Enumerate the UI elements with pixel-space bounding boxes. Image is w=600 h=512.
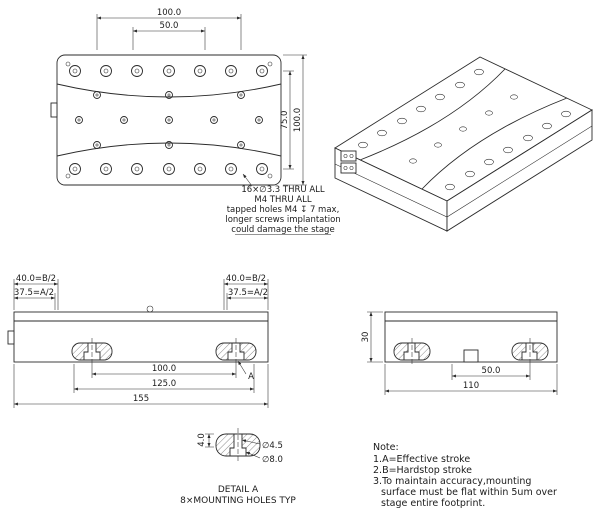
dim-right-100: 100.0 <box>283 54 307 186</box>
iso-hole-row-bottom <box>445 110 571 191</box>
iso-hole-row-middle <box>409 94 518 164</box>
top-view-hole-row-lower-mid <box>93 141 245 149</box>
top-view-side-tab <box>50 102 58 118</box>
detail-a-subcaption: 8×MOUNTING HOLES TYP <box>180 496 296 506</box>
flexure-curve-bottom <box>56 142 282 157</box>
top-view-hole-row-bottom <box>69 163 268 175</box>
dim-front-b-right: 40.0=B/2 <box>223 274 269 310</box>
dim-front-125: 125.0 <box>73 364 255 393</box>
iso-hole-row-top <box>358 68 484 149</box>
dim-front-a-left: 37.5=A/2 <box>14 288 56 310</box>
dim-front-b-left: 40.0=B/2 <box>13 274 59 310</box>
dim-detail-d80: ∅8.0 <box>245 451 283 465</box>
callout-line-3: tapped holes M4 ↧ 7 max, <box>227 205 340 215</box>
side-view-left-foot <box>393 338 431 364</box>
detail-a-view: 4.0 ∅4.5 ∅8.0 DETAIL A 8×MOUNTING HOLES … <box>180 428 296 506</box>
dim-front-100: 100.0 <box>91 364 237 378</box>
iso-plate-seam <box>334 125 593 218</box>
top-view: 100.0 50.0 75.0 100.0 <box>50 8 307 186</box>
dim-front-155: 155 <box>13 364 269 408</box>
dim-detail-d45: ∅4.5 <box>241 439 283 451</box>
notes-line-5: stage entire footprint. <box>381 498 485 509</box>
dim-detail-4-label: 4.0 <box>197 433 207 447</box>
dim-front-a-left-label: 37.5=A/2 <box>14 288 54 298</box>
dim-front-a-right-label: 37.5=A/2 <box>228 288 268 298</box>
dim-front-155-label: 155 <box>133 394 149 404</box>
side-view: 30 50.0 110 <box>361 311 558 395</box>
top-view-plate-outline <box>56 54 282 186</box>
notes-line-2: 2.B=Hardstop stroke <box>373 465 472 476</box>
dim-right-75-label: 75.0 <box>280 111 290 130</box>
dim-top-50: 50.0 <box>132 21 206 50</box>
dim-detail-d45-label: ∅4.5 <box>262 441 283 451</box>
dim-right-100-label: 100.0 <box>293 108 303 132</box>
callout-leader-line <box>242 173 253 187</box>
notes-line-3: 3.To maintain accuracy,mounting <box>373 476 531 487</box>
iso-right-face <box>446 109 593 232</box>
iso-flexure-curve-top <box>359 68 506 161</box>
front-view-center-mark <box>146 305 154 313</box>
dim-front-100-label: 100.0 <box>152 364 176 374</box>
callout-line-5: could damage the stage <box>231 225 334 235</box>
dim-top-100-label: 100.0 <box>157 8 181 18</box>
iso-flexure-curve-bottom <box>421 97 568 190</box>
notes-line-4: surface must be flat within 5um over <box>381 487 557 498</box>
top-view-hole-row-upper-mid <box>93 91 245 99</box>
detail-a-flag: A <box>237 360 254 382</box>
top-view-hole-row-top <box>69 65 268 77</box>
dim-side-50-label: 50.0 <box>482 366 501 376</box>
dim-right-75: 75.0 <box>280 70 294 170</box>
front-view-left-foot <box>71 338 113 364</box>
dim-side-110-label: 110 <box>463 381 479 391</box>
notes-title: Note: <box>373 442 399 453</box>
iso-view <box>334 56 593 232</box>
notes-line-1: 1.A=Effective stroke <box>373 454 470 465</box>
side-view-connector <box>463 349 479 363</box>
dim-side-30-label: 30 <box>361 332 371 343</box>
dim-front-b-left-label: 40.0=B/2 <box>16 274 56 284</box>
dim-side-30: 30 <box>361 311 383 363</box>
dim-detail-d80-label: ∅8.0 <box>262 455 283 465</box>
hole-callout: 16×∅3.3 THRU ALL M4 THRU ALL tapped hole… <box>225 173 341 235</box>
iso-connector-blocks <box>340 150 357 174</box>
callout-line-2: M4 THRU ALL <box>254 195 311 205</box>
notes-block: Note: 1.A=Effective stroke 2.B=Hardstop … <box>373 442 557 509</box>
flexure-curve-top <box>56 83 282 98</box>
dim-side-110: 110 <box>384 364 558 395</box>
dim-front-125-label: 125.0 <box>152 379 176 389</box>
dim-top-50-label: 50.0 <box>160 21 179 31</box>
callout-line-4: longer screws implantation <box>225 215 340 225</box>
front-view-side-tab <box>7 330 15 345</box>
detail-a-flag-label: A <box>248 372 254 382</box>
top-view-corner-holes <box>65 61 273 179</box>
side-view-right-foot <box>511 338 549 364</box>
dim-top-100: 100.0 <box>96 8 242 50</box>
front-view-right-foot <box>215 338 257 364</box>
dim-detail-4: 4.0 <box>197 433 214 448</box>
top-view-hole-row-center <box>75 116 263 124</box>
front-view: 40.0=B/2 37.5=A/2 40.0=B/2 37.5=A/2 100.… <box>7 274 269 408</box>
dim-front-a-right: 37.5=A/2 <box>226 288 268 310</box>
callout-line-1: 16×∅3.3 THRU ALL <box>241 185 325 195</box>
dim-front-b-right-label: 40.0=B/2 <box>226 274 266 284</box>
detail-a-caption: DETAIL A <box>218 485 259 495</box>
dim-side-50: 50.0 <box>451 364 531 380</box>
